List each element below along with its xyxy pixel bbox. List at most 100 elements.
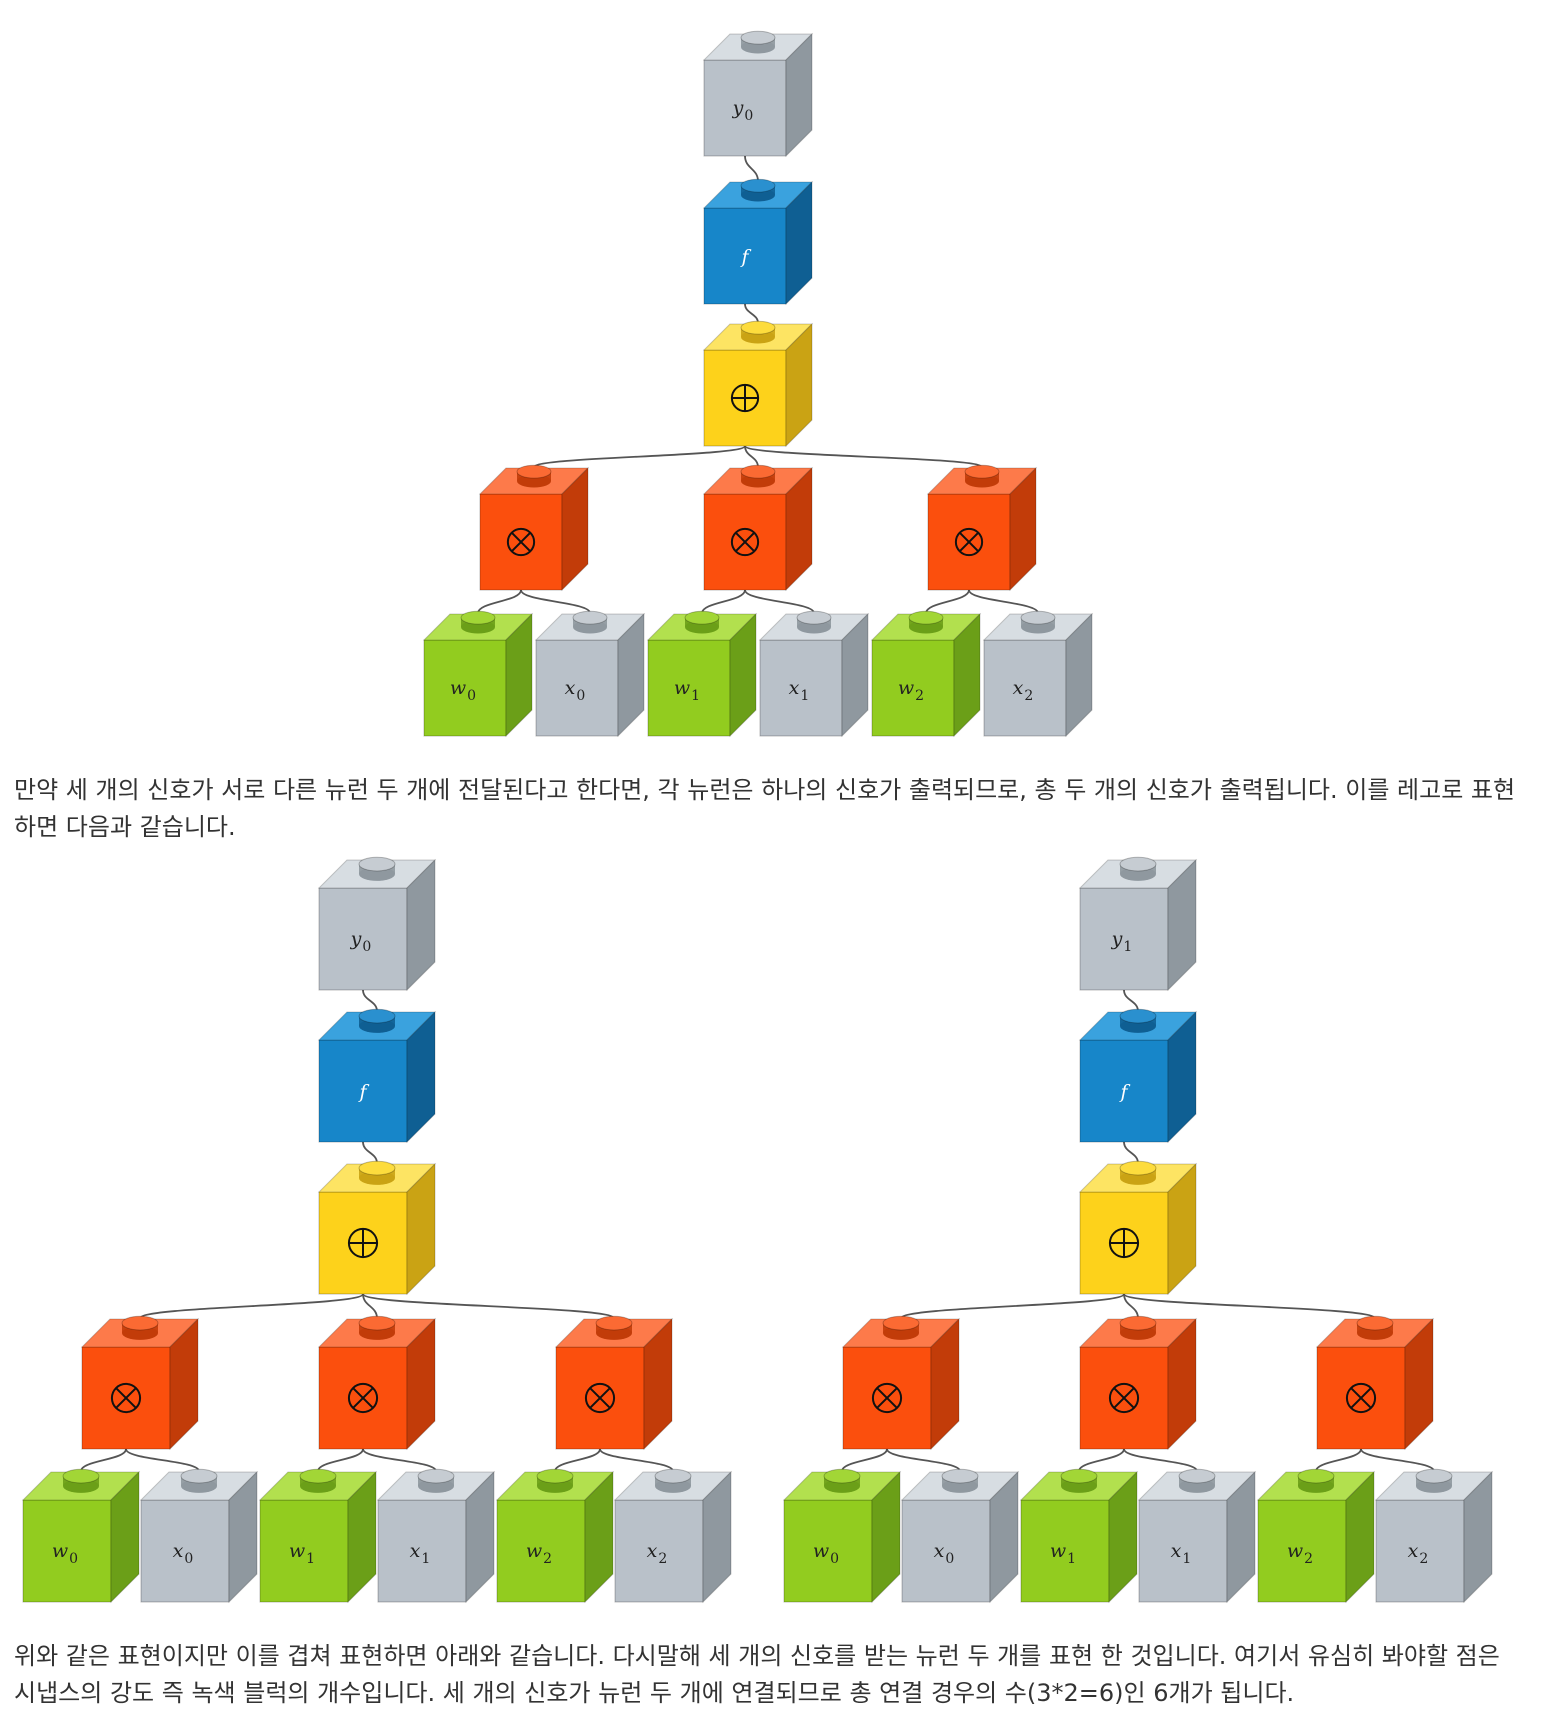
input-block-x0-stud [941, 1468, 979, 1493]
wire-output-activation [1123, 989, 1139, 1012]
input-block-x1-label-sub: 1 [421, 1551, 430, 1567]
multiply-block-2-stud [1356, 1315, 1394, 1340]
input-block-x0-stud [572, 610, 608, 634]
input-block-x2-stud [1020, 610, 1056, 634]
sum-block-stud [740, 320, 776, 344]
activation-block-label: f [1118, 1081, 1130, 1103]
paragraph-overlap-explanation: 위와 같은 표현이지만 이를 겹쳐 표현하면 아래와 같습니다. 다시말해 세 … [14, 1642, 1500, 1707]
sum-block [702, 320, 814, 448]
weight-block-w0-label-sub: 0 [467, 688, 476, 704]
input-block-x1-label-base: x [789, 677, 800, 699]
input-block-x1-label: x1 [789, 677, 810, 704]
input-block-x0-label-sub: 0 [945, 1551, 954, 1567]
multiply-block-0-side-face [930, 1317, 960, 1451]
input-block-x1: x1 [1137, 1468, 1257, 1604]
multiply-block-2-stud [964, 464, 1000, 488]
activation-block-label: f [739, 246, 751, 268]
wire-multiply-weight-1 [701, 589, 746, 614]
input-block-x0-label-sub: 0 [184, 1551, 193, 1567]
multiply-block-2 [1315, 1315, 1435, 1451]
weight-block-w1-label: w1 [1050, 1540, 1076, 1567]
wire-sum-multiply-2 [744, 445, 983, 469]
weight-block-w2: w2 [495, 1468, 615, 1604]
input-block-x2-label: x2 [1408, 1540, 1429, 1567]
multiply-block-0-symbol [110, 1382, 142, 1414]
activation-block-side-face [1167, 1010, 1197, 1144]
multiply-block-0 [478, 464, 590, 592]
output-block-y0-stud [740, 30, 776, 54]
activation-block-front-face [1079, 1039, 1169, 1143]
output-block-y1-label-base: y [1111, 928, 1123, 950]
output-block-y0-label: y0 [732, 97, 754, 124]
multiply-block-2-side-face [1404, 1317, 1434, 1451]
weight-block-w0-label-base: w [450, 677, 466, 699]
wire-multiply-input-2 [1360, 1448, 1435, 1472]
weight-block-w1-side-face [1108, 1470, 1138, 1604]
weight-block-w2-label: w2 [898, 677, 924, 704]
wire-multiply-weight-0 [477, 589, 522, 614]
wire-sum-multiply-1 [362, 1293, 378, 1319]
output-block-y0-side-face [406, 858, 436, 992]
multiply-block-1-stud [358, 1315, 396, 1340]
weight-block-w1-label-base: w [1050, 1540, 1066, 1562]
wire-sum-multiply-0 [533, 445, 746, 469]
weight-block-w1: w1 [1019, 1468, 1139, 1604]
multiply-block-0 [80, 1315, 200, 1451]
multiply-block-1-side-face [785, 466, 813, 592]
output-block-y0-side-face [785, 32, 813, 158]
output-block-y0-label: y0 [350, 928, 372, 955]
weight-block-w1-label-sub: 1 [306, 1551, 315, 1567]
wire-sum-multiply-0 [139, 1293, 364, 1320]
wire-multiply-weight-2 [1315, 1448, 1362, 1472]
multiply-block-2-symbol [1345, 1382, 1377, 1414]
weight-block-w2-side-face [584, 1470, 614, 1604]
sum-block-symbol [1108, 1227, 1140, 1259]
input-block-x2: x2 [982, 610, 1094, 738]
weight-block-w2: w2 [870, 610, 982, 738]
multiply-block-2 [926, 464, 1038, 592]
input-block-x0: x0 [139, 1468, 259, 1604]
multiply-block-2-symbol [584, 1382, 616, 1414]
activation-block-front-face [703, 207, 787, 305]
input-block-x2-front-face [1375, 1499, 1465, 1603]
output-block-y0: y0 [317, 856, 437, 992]
activation-block-side-face [785, 180, 813, 306]
input-block-x1-front-face [759, 639, 843, 737]
multiply-block-0-stud [516, 464, 552, 488]
multiply-block-0-symbol [871, 1382, 903, 1414]
wire-multiply-input-0 [520, 589, 591, 614]
weight-block-w2: w2 [1256, 1468, 1376, 1604]
weight-block-w1-front-face [1020, 1499, 1110, 1603]
input-block-x1-label-sub: 1 [800, 688, 809, 704]
wire-multiply-weight-2 [925, 589, 970, 614]
input-block-x1-side-face [841, 612, 869, 738]
weight-block-w1-side-face [729, 612, 757, 738]
activation-block-label: f [357, 1081, 369, 1103]
input-block-x2: x2 [1374, 1468, 1494, 1604]
input-block-x1-front-face [377, 1499, 467, 1603]
wire-activation-sum [1123, 1141, 1139, 1164]
input-block-x1-label: x1 [410, 1540, 431, 1567]
weight-block-w1-front-face [647, 639, 731, 737]
activation-block: f [317, 1008, 437, 1144]
input-block-x0: x0 [534, 610, 646, 738]
multiply-block-1 [702, 464, 814, 592]
input-block-x0-label-base: x [565, 677, 576, 699]
weight-block-w2-label-sub: 2 [915, 688, 924, 704]
weight-block-w2-stud [908, 610, 944, 634]
weight-block-w0-stud [823, 1468, 861, 1493]
weight-block-w1-label: w1 [289, 1540, 315, 1567]
weight-block-w1-label-sub: 1 [691, 688, 700, 704]
input-block-x0-label-sub: 0 [576, 688, 585, 704]
wire-multiply-weight-0 [80, 1448, 127, 1472]
output-block-y1-stud [1119, 856, 1157, 881]
wire-multiply-input-2 [968, 589, 1039, 614]
weight-block-w0-stud [460, 610, 496, 634]
sum-block-stud [1119, 1160, 1157, 1185]
multiply-block-1-symbol [730, 527, 760, 557]
input-block-x0-side-face [617, 612, 645, 738]
weight-block-w2-label-sub: 2 [543, 1551, 552, 1567]
